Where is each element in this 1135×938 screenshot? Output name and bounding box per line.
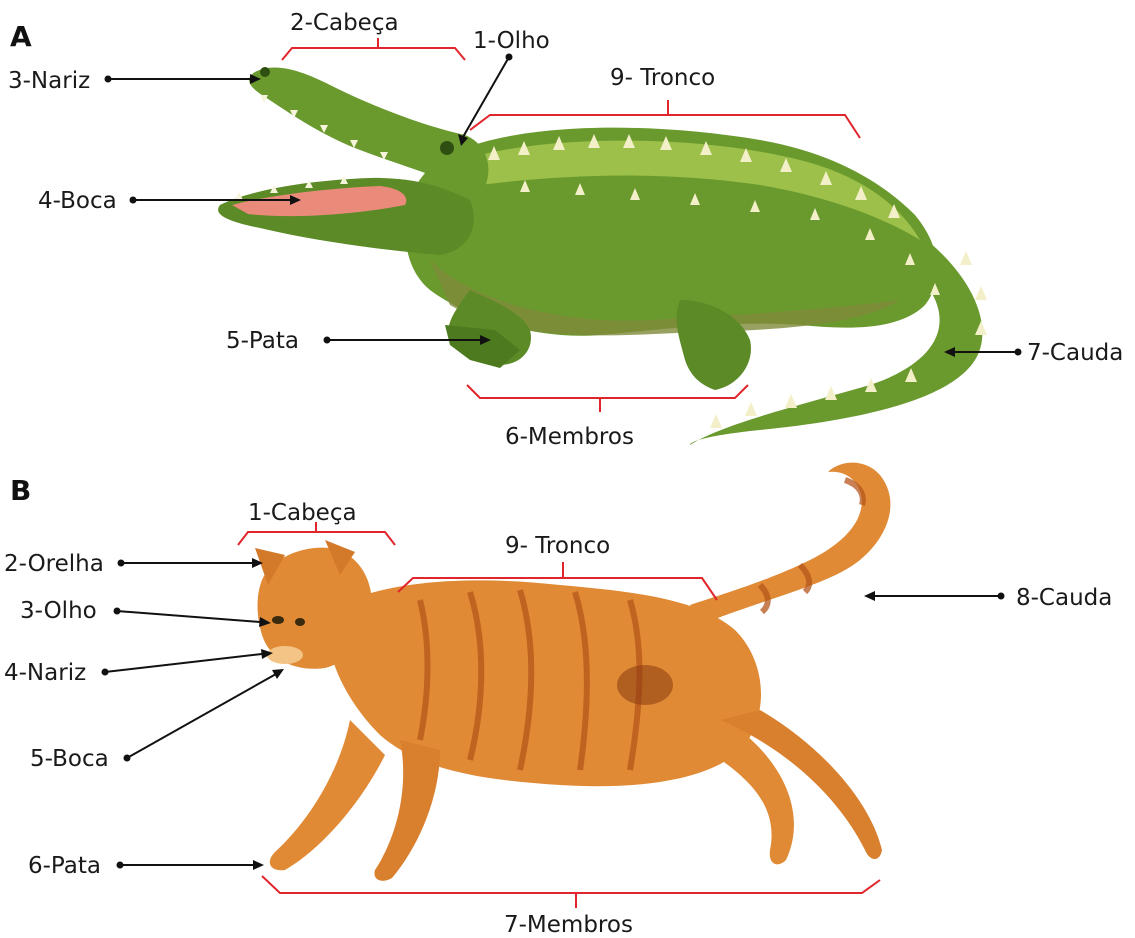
tail-arrowhead-b xyxy=(864,591,875,601)
panel-b: B xyxy=(4,463,1112,938)
cat-dark-patch xyxy=(617,665,673,705)
cat-eye-label: 3-Olho xyxy=(20,598,97,624)
mouth-pointer-line-b xyxy=(127,674,276,758)
cat-mouth-label: 5-Boca xyxy=(30,746,109,772)
crocodile-eye-label: 1-Olho xyxy=(473,28,550,54)
mouth-arrowhead-b xyxy=(272,669,284,679)
crocodile-upper-jaw xyxy=(249,68,488,195)
cat-muzzle xyxy=(267,646,303,664)
crocodile-illustration xyxy=(218,67,987,445)
crocodile-paw-label: 5-Pata xyxy=(226,328,299,354)
eye-pointer-dot-b xyxy=(114,608,121,615)
crocodile-tail-label: 7-Cauda xyxy=(1027,340,1123,366)
eye-pointer-dot-a xyxy=(506,54,513,61)
crocodile-mouth-label: 4-Boca xyxy=(38,188,117,214)
nose-pointer-dot-a xyxy=(105,76,112,83)
cat-body xyxy=(328,580,761,786)
cat-head-label: 1-Cabeça xyxy=(248,500,357,526)
eye-pointer-line-a xyxy=(463,57,509,137)
crocodile-nostril xyxy=(260,67,270,77)
panel-a: A xyxy=(8,10,1123,450)
crocodile-limbs-bracket xyxy=(467,385,748,412)
crocodile-limbs-label: 6-Membros xyxy=(505,424,634,450)
tail-pointer-dot-a xyxy=(1015,349,1022,356)
paw-arrowhead-b xyxy=(253,860,264,870)
eye-pointer-line-b xyxy=(117,611,260,622)
cat-front-leg-2 xyxy=(374,740,440,881)
cat-eye xyxy=(272,616,284,624)
crocodile-head-bracket xyxy=(282,38,465,60)
mouth-pointer-dot-a xyxy=(130,197,137,204)
cat-eye-2 xyxy=(295,618,305,626)
paw-pointer-dot-b xyxy=(117,862,124,869)
cat-limbs-bracket xyxy=(262,876,880,908)
cat-nose-label: 4-Nariz xyxy=(4,660,86,686)
panel-a-letter: A xyxy=(10,20,32,53)
crocodile-nose-label: 3-Nariz xyxy=(8,68,90,94)
crocodile-head-label: 2-Cabeça xyxy=(290,10,399,36)
paw-pointer-dot-a xyxy=(324,337,331,344)
panel-b-letter: B xyxy=(10,474,31,507)
cat-limbs-label: 7-Membros xyxy=(504,912,633,938)
cat-tail-label: 8-Cauda xyxy=(1016,585,1112,611)
mouth-pointer-dot-b xyxy=(124,755,131,762)
ear-pointer-dot-b xyxy=(118,560,125,567)
cat-ear-label: 2-Orelha xyxy=(4,551,104,577)
nose-pointer-line-b xyxy=(105,654,262,672)
cat-paw-label: 6-Pata xyxy=(28,853,101,879)
cat-trunk-label: 9- Tronco xyxy=(505,533,610,559)
crocodile-eye xyxy=(440,141,454,155)
cat-front-leg-1 xyxy=(270,720,385,870)
crocodile-trunk-label: 9- Tronco xyxy=(610,65,715,91)
nose-pointer-dot-b xyxy=(102,669,109,676)
tail-pointer-dot-b xyxy=(998,593,1005,600)
